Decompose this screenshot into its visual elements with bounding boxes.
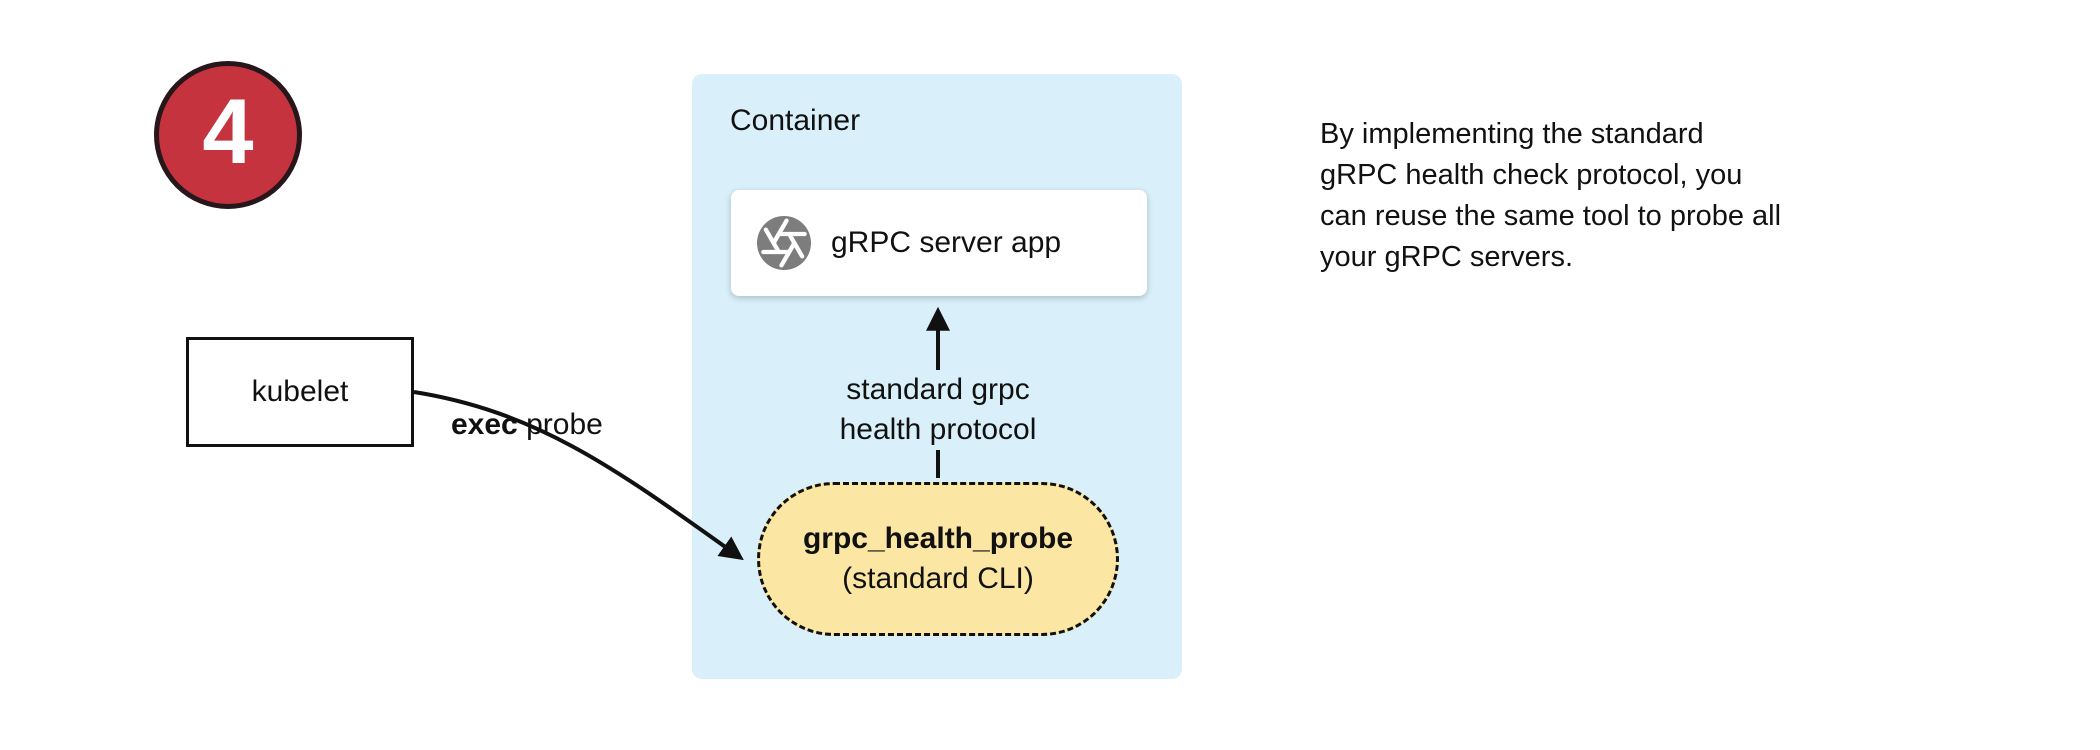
grpc-logo-icon	[757, 216, 811, 270]
step-badge: 4	[154, 61, 302, 209]
step-number: 4	[202, 81, 254, 183]
kubelet-label: kubelet	[251, 375, 349, 408]
kubelet-box: kubelet	[186, 337, 414, 447]
note-line: By implementing the standard	[1320, 118, 1704, 150]
grpc-server-label: gRPC server app	[831, 226, 1062, 259]
health-protocol-label-line1: standard grpc	[846, 373, 1030, 406]
exec-probe-label-rest: probe	[517, 408, 603, 441]
probe-pill-subtitle: (standard CLI)	[842, 562, 1034, 595]
note-line: gRPC health check protocol, you	[1320, 159, 1743, 191]
probe-pill-title: grpc_health_probe	[802, 522, 1074, 555]
probe-pill: grpc_health_probe (standard CLI)	[757, 482, 1119, 636]
exec-probe-label: exec probe	[451, 408, 603, 442]
note-line: your gRPC servers.	[1320, 241, 1574, 273]
note-line: can reuse the same tool to probe all	[1320, 200, 1782, 232]
health-protocol-label-line2: health protocol	[839, 413, 1037, 446]
health-protocol-label: standard grpc health protocol	[833, 370, 1043, 450]
grpc-server-box: gRPC server app	[731, 190, 1147, 296]
note-text: By implementing the standard gRPC health…	[1320, 114, 1781, 278]
container-title: Container	[730, 104, 861, 137]
exec-probe-label-bold: exec	[451, 408, 518, 441]
